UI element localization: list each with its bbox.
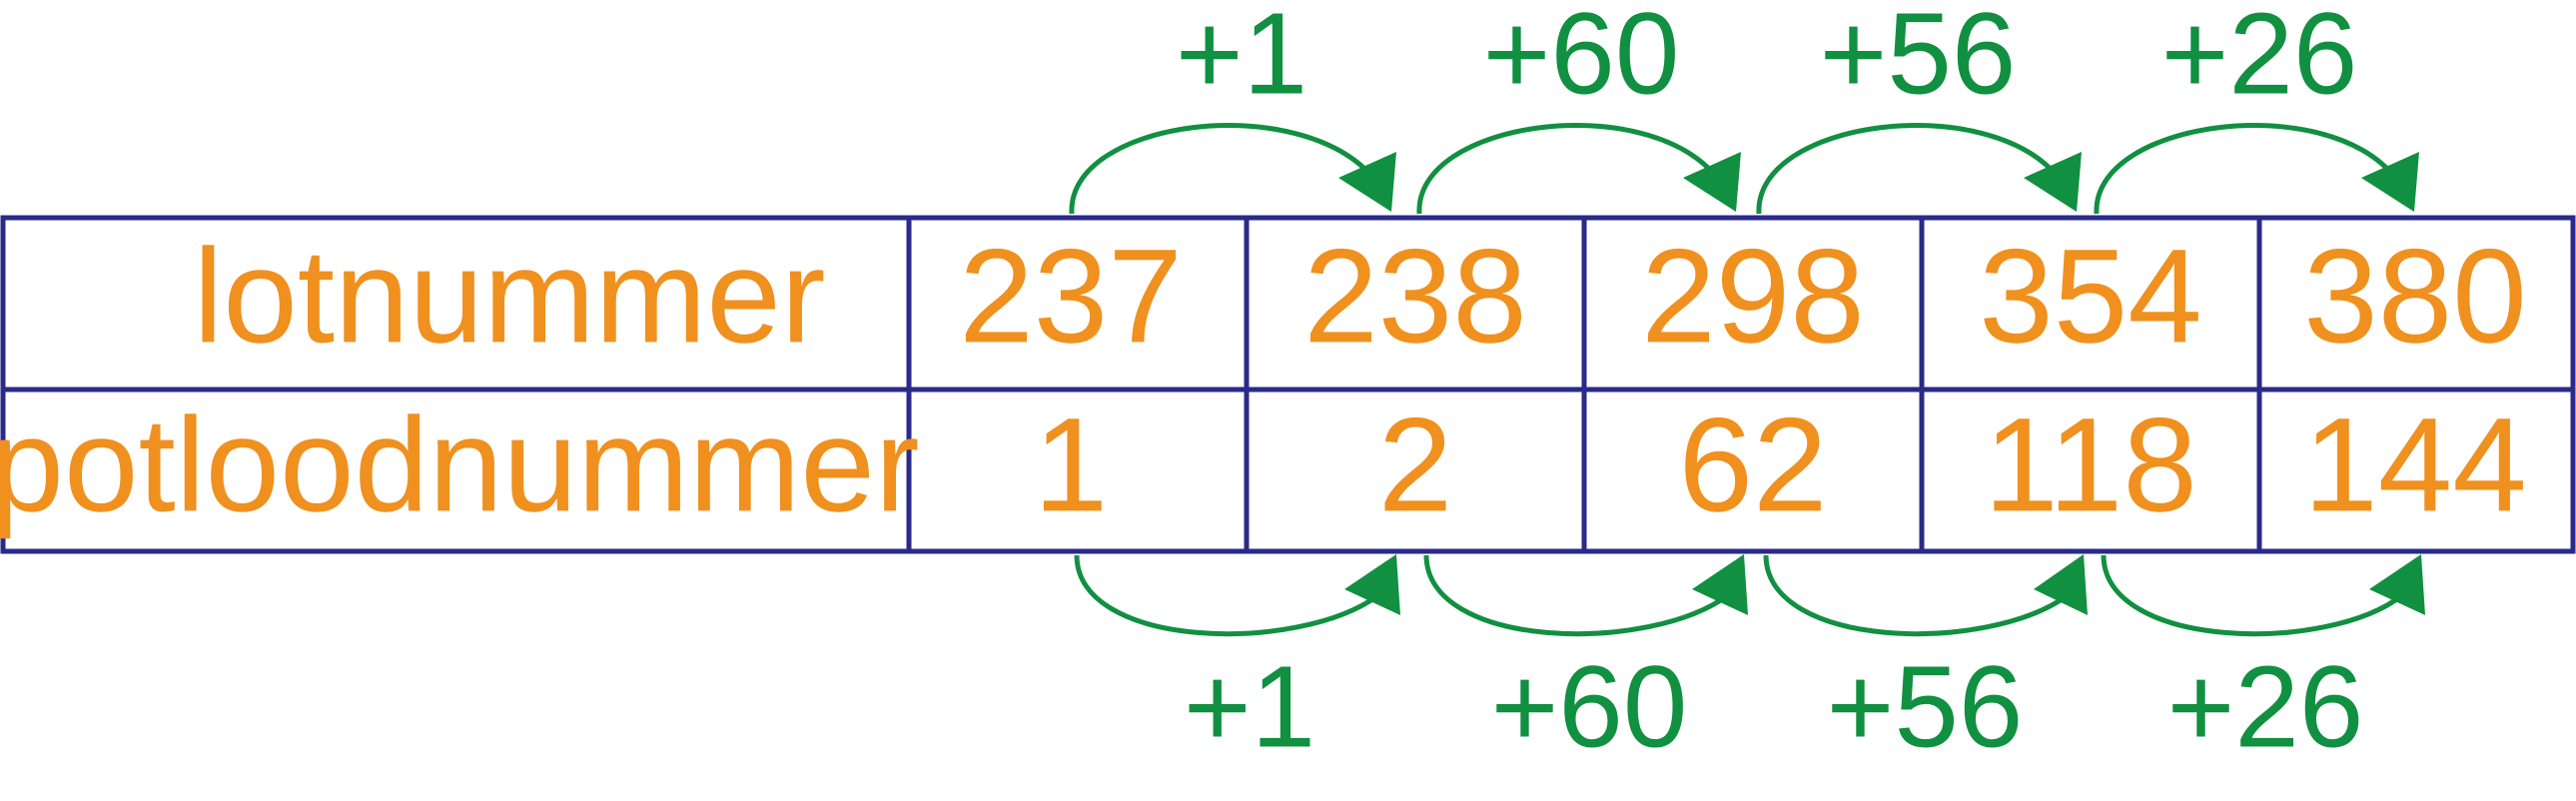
arrowhead <box>2369 554 2425 615</box>
arc-arrow <box>1756 123 2061 215</box>
table-cell: 62 <box>1678 391 1827 539</box>
difference-label: +56 <box>1827 642 2024 772</box>
table-cell: 380 <box>2303 222 2527 371</box>
table-cell: 1 <box>1034 391 1109 539</box>
row-label: potloodnummer <box>0 391 920 539</box>
table-border <box>0 215 2576 554</box>
arc-arrow <box>1074 554 1380 637</box>
arc-arrow <box>1423 554 1730 637</box>
arrowhead <box>2361 152 2419 212</box>
row-lotnummer: lotnummer 237 238 298 354 380 <box>194 222 2527 371</box>
arc-arrow <box>1069 123 1375 215</box>
table-cell: 2 <box>1378 391 1453 539</box>
table-cell: 298 <box>1641 222 1865 371</box>
difference-label: +60 <box>1491 642 1688 772</box>
arrowhead <box>1344 554 1400 615</box>
bottom-difference-arrows: +1 +60 +56 +26 <box>1074 554 2425 772</box>
difference-label: +56 <box>1820 0 2017 119</box>
table-cell: 237 <box>959 222 1183 371</box>
row-label: lotnummer <box>194 222 826 371</box>
table-cell: 118 <box>1984 391 2197 539</box>
top-difference-arrows: +1 +60 +56 +26 <box>1069 0 2419 215</box>
arc-arrow <box>2094 123 2397 215</box>
difference-label: +26 <box>2167 642 2364 772</box>
table-grid <box>0 215 2576 554</box>
difference-label: +60 <box>1483 0 1680 119</box>
row-potloodnummer: potloodnummer 1 2 62 118 144 <box>0 391 2527 539</box>
table-cell: 144 <box>2303 391 2527 539</box>
arrowhead <box>1692 554 1748 615</box>
arrowhead <box>1338 152 1396 212</box>
arc-arrow <box>2101 554 2404 637</box>
difference-label: +26 <box>2161 0 2358 119</box>
table-cell: 354 <box>1979 222 2202 371</box>
arc-arrow <box>1763 554 2070 637</box>
arc-arrow <box>1416 123 1719 215</box>
arrowhead <box>2034 554 2088 615</box>
difference-label: +1 <box>1184 642 1315 772</box>
arrowhead <box>1683 152 1741 212</box>
table-cell: 238 <box>1303 222 1527 371</box>
difference-label: +1 <box>1176 0 1307 119</box>
arrowhead <box>2024 152 2082 212</box>
